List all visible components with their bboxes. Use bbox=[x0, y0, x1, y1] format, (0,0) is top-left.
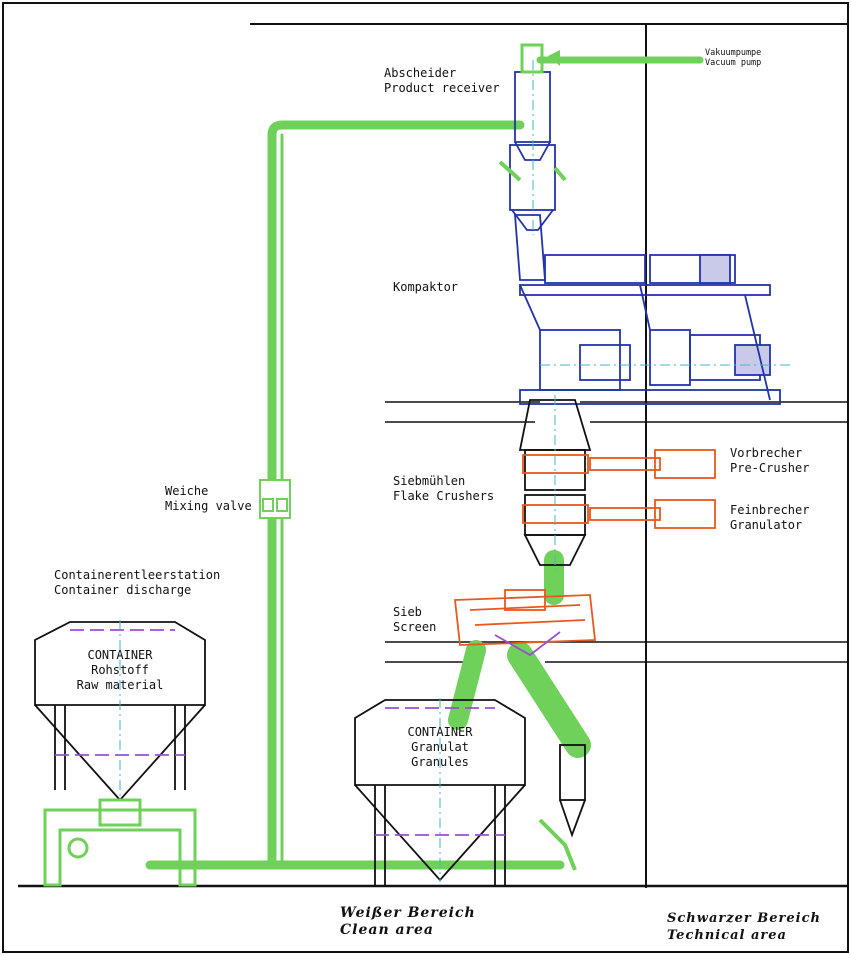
label-clean-area-de: Weißer Bereich bbox=[340, 905, 476, 921]
label-container-raw: CONTAINER Rohstoff Raw material bbox=[70, 648, 170, 693]
label-siebmuehlen: Siebmühlen Flake Crushers bbox=[393, 474, 494, 504]
label-abscheider-en: Product receiver bbox=[384, 81, 500, 95]
product-receiver bbox=[498, 43, 567, 235]
label-weiche-en: Mixing valve bbox=[165, 499, 252, 513]
label-vakuumpumpe-en: Vacuum pump bbox=[705, 58, 762, 68]
label-feinbrecher: Feinbrecher Granulator bbox=[730, 503, 809, 533]
label-siebmuehlen-de: Siebmühlen bbox=[393, 474, 466, 488]
label-container-granules-1: CONTAINER bbox=[407, 725, 473, 739]
screen-machine bbox=[453, 589, 597, 657]
mixing-valve bbox=[259, 479, 291, 519]
pipe-screen-to-discharge bbox=[507, 642, 591, 758]
label-container-granules: CONTAINER Granulat Granules bbox=[390, 725, 490, 770]
pipe-riser bbox=[267, 120, 525, 867]
label-containerentleer: Containerentleerstation Container discha… bbox=[54, 568, 220, 598]
container-raw-material bbox=[34, 620, 206, 802]
discharge-cyclone bbox=[538, 744, 586, 871]
label-vorbrecher-de: Vorbrecher bbox=[730, 446, 803, 460]
label-container-granules-2: Granulat bbox=[411, 740, 469, 754]
label-feinbrecher-en: Granulator bbox=[730, 518, 803, 532]
label-abscheider-de: Abscheider bbox=[384, 66, 457, 80]
label-technical-area-de: Schwarzer Bereich bbox=[667, 911, 821, 926]
label-clean-area: Weißer Bereich Clean area bbox=[340, 905, 476, 939]
label-feinbrecher-de: Feinbrecher bbox=[730, 503, 810, 517]
label-container-raw-3: Raw material bbox=[76, 678, 164, 692]
label-vakuumpumpe-de: Vakuumpumpe bbox=[705, 48, 762, 58]
label-weiche: Weiche Mixing valve bbox=[165, 484, 252, 514]
label-technical-area: Schwarzer Bereich Technical area bbox=[667, 910, 821, 944]
container-granules bbox=[354, 698, 526, 885]
label-siebmuehlen-en: Flake Crushers bbox=[393, 489, 495, 503]
label-vorbrecher-en: Pre-Crusher bbox=[730, 461, 810, 475]
label-container-raw-2: Rohstoff bbox=[91, 663, 149, 677]
label-vakuumpumpe: Vakuumpumpe Vacuum pump bbox=[705, 48, 761, 68]
label-clean-area-en: Clean area bbox=[340, 922, 434, 938]
label-abscheider: Abscheider Product receiver bbox=[384, 66, 500, 96]
label-sieb: Sieb Screen bbox=[393, 605, 436, 635]
label-containerentleer-de: Containerentleerstation bbox=[54, 568, 221, 582]
label-weiche-de: Weiche bbox=[165, 484, 209, 498]
compactor bbox=[514, 214, 790, 405]
label-containerentleer-en: Container discharge bbox=[54, 583, 192, 597]
label-kompaktor: Kompaktor bbox=[393, 280, 459, 294]
pipe-screen-to-granules bbox=[448, 640, 486, 730]
label-container-raw-1: CONTAINER bbox=[87, 648, 153, 662]
label-container-granules-3: Granules bbox=[411, 755, 469, 769]
flake-crushers bbox=[518, 395, 716, 570]
building-structure bbox=[18, 23, 848, 888]
label-sieb-en: Screen bbox=[393, 620, 437, 634]
label-technical-area-en: Technical area bbox=[667, 928, 787, 943]
label-sieb-de: Sieb bbox=[393, 605, 422, 619]
label-vorbrecher: Vorbrecher Pre-Crusher bbox=[730, 446, 809, 476]
vacuum-arrow-icon bbox=[548, 50, 560, 66]
container-discharge-station bbox=[43, 798, 197, 887]
